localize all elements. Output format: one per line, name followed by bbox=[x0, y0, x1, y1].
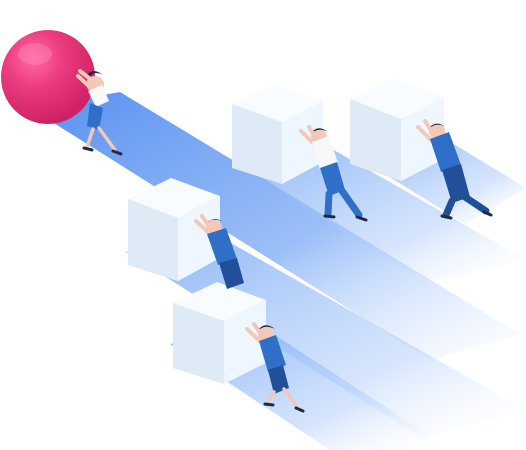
pink-sphere bbox=[1, 30, 95, 124]
woman-pushing-sphere bbox=[76, 69, 123, 156]
cube-middle-left bbox=[128, 178, 220, 281]
man-pushing-top-right-cube bbox=[416, 119, 493, 220]
cube-bottom-middle bbox=[173, 282, 266, 384]
cube-top-center bbox=[232, 84, 323, 184]
man-pushing-top-center-cube bbox=[299, 125, 368, 222]
woman-pushing-bottom-cube bbox=[245, 322, 305, 413]
man-pushing-middle-cube bbox=[194, 214, 244, 289]
track-main bbox=[30, 92, 520, 360]
cube-top-right bbox=[350, 78, 444, 181]
track-top-center bbox=[230, 145, 526, 283]
